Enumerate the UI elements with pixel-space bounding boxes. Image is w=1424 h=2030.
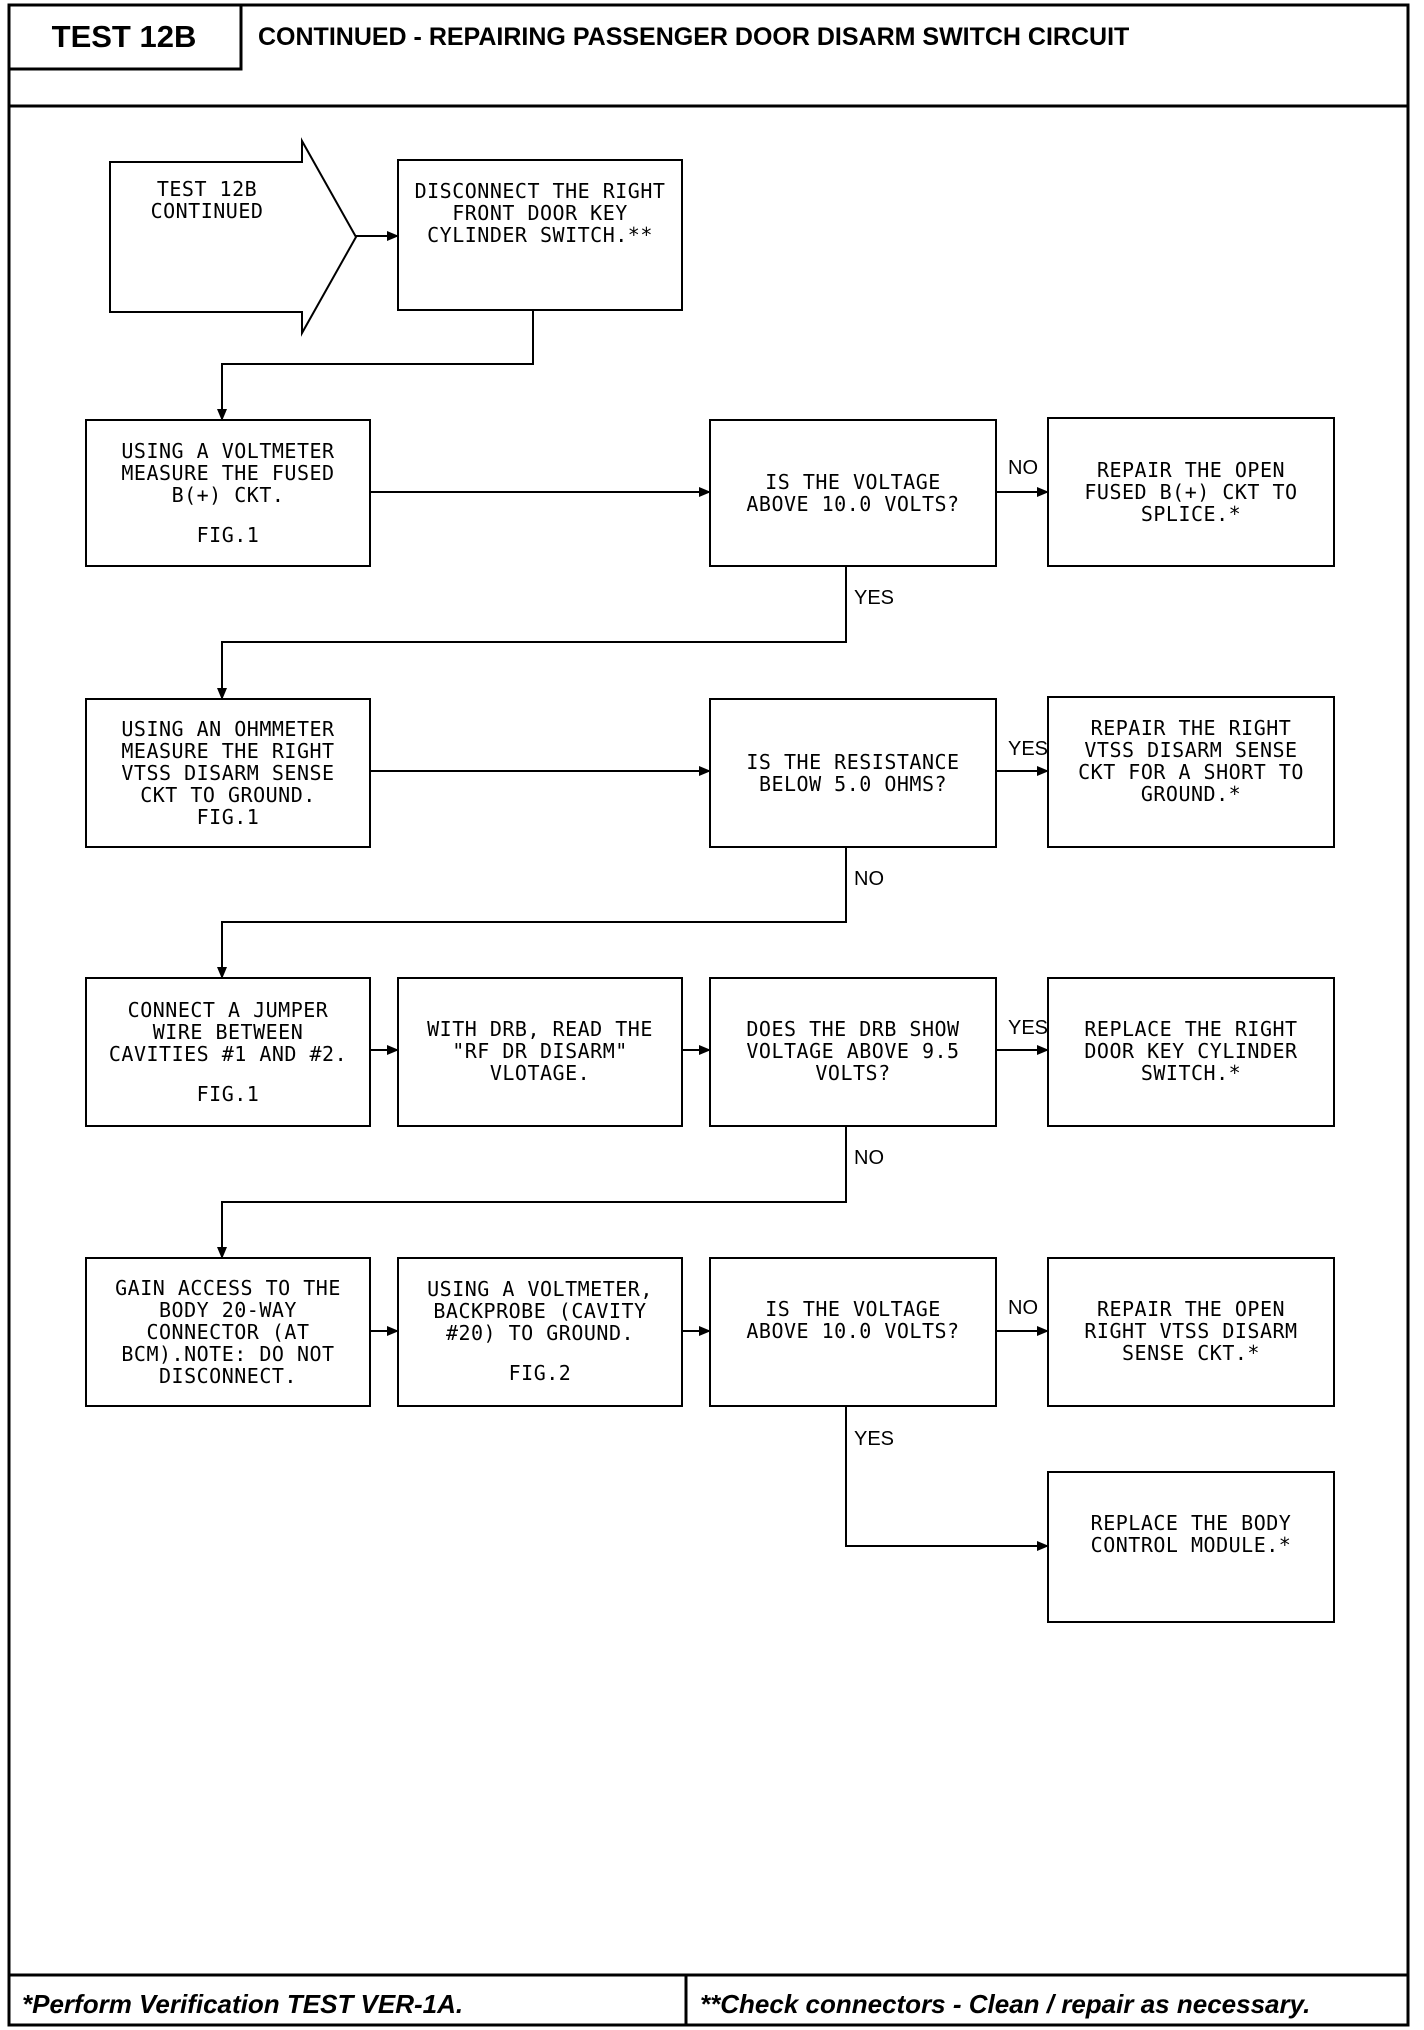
footer-note-verification: *Perform Verification TEST VER-1A. <box>22 1989 464 2019</box>
ohmmeter-box <box>85 698 371 848</box>
gain-access-node: GAIN ACCESS TO THE BODY 20-WAY CONNECTOR… <box>115 1276 341 1388</box>
start-arrow-shape <box>109 137 358 337</box>
fig-reference: FIG.1 <box>196 1082 260 1106</box>
outer-border <box>7 3 1410 2027</box>
page-title: CONTINUED - REPAIRING PASSENGER DOOR DIS… <box>258 23 1130 51</box>
repair-short-node: REPAIR THE RIGHT VTSS DISARM SENSE CKT F… <box>1078 716 1304 806</box>
replace-bcm-node: REPLACE THE BODY CONTROL MODULE.* <box>1090 1511 1292 1557</box>
drb-question-node: DOES THE DRB SHOW VOLTAGE ABOVE 9.5 VOLT… <box>746 1017 960 1085</box>
footer-note-connectors: **Check connectors - Clean / repair as n… <box>700 1989 1311 2019</box>
fig-reference: FIG.2 <box>508 1361 572 1385</box>
backprobe-node: USING A VOLTMETER, BACKPROBE (CAVITY #20… <box>427 1277 653 1385</box>
arrow-q1-yes <box>217 566 847 700</box>
ohmmeter-node: USING AN OHMMETER MEASURE THE RIGHT VTSS… <box>121 717 335 829</box>
branch-label-no: NO <box>854 1147 884 1169</box>
branch-label-no: NO <box>1008 457 1038 479</box>
drb-read-node: WITH DRB, READ THE "RF DR DISARM" VLOTAG… <box>427 1017 653 1085</box>
branch-label-yes: YES <box>1008 1017 1049 1039</box>
arrow-dq-no <box>217 1126 847 1259</box>
branch-label-no: NO <box>1008 1297 1038 1319</box>
start-node: TEST 12B CONTINUED <box>150 177 264 223</box>
arrow-disconnect-to-voltmeter <box>217 310 534 421</box>
repair-sense-node: REPAIR THE OPEN RIGHT VTSS DISARM SENSE … <box>1084 1297 1298 1365</box>
resistance-question-node: IS THE RESISTANCE BELOW 5.0 OHMS? <box>746 750 960 796</box>
replace-switch-node: REPLACE THE RIGHT DOOR KEY CYLINDER SWIT… <box>1084 1017 1298 1085</box>
disconnect-node: DISCONNECT THE RIGHT FRONT DOOR KEY CYLI… <box>414 179 666 247</box>
voltmeter-node: USING A VOLTMETER MEASURE THE FUSED B(+)… <box>121 439 335 547</box>
arrow-rq-no <box>217 847 847 979</box>
branch-label-no: NO <box>854 868 884 890</box>
repair-fused-node: REPAIR THE OPEN FUSED B(+) CKT TO SPLICE… <box>1084 458 1298 526</box>
test-label-box <box>9 5 243 71</box>
arrow-q2-yes <box>845 1406 1049 1551</box>
branch-label-yes: YES <box>854 1428 895 1450</box>
jumper-box <box>85 977 371 1127</box>
jumper-node: CONNECT A JUMPER WIRE BETWEEN CAVITIES #… <box>108 998 348 1106</box>
voltage-question-node: IS THE VOLTAGE ABOVE 10.0 VOLTS? <box>746 470 960 516</box>
fig-reference: FIG.1 <box>196 523 260 547</box>
voltage-question-2-node: IS THE VOLTAGE ABOVE 10.0 VOLTS? <box>746 1297 960 1343</box>
branch-label-yes: YES <box>1008 738 1049 760</box>
test-label: TEST 12B <box>51 19 197 54</box>
branch-label-yes: YES <box>854 587 895 609</box>
